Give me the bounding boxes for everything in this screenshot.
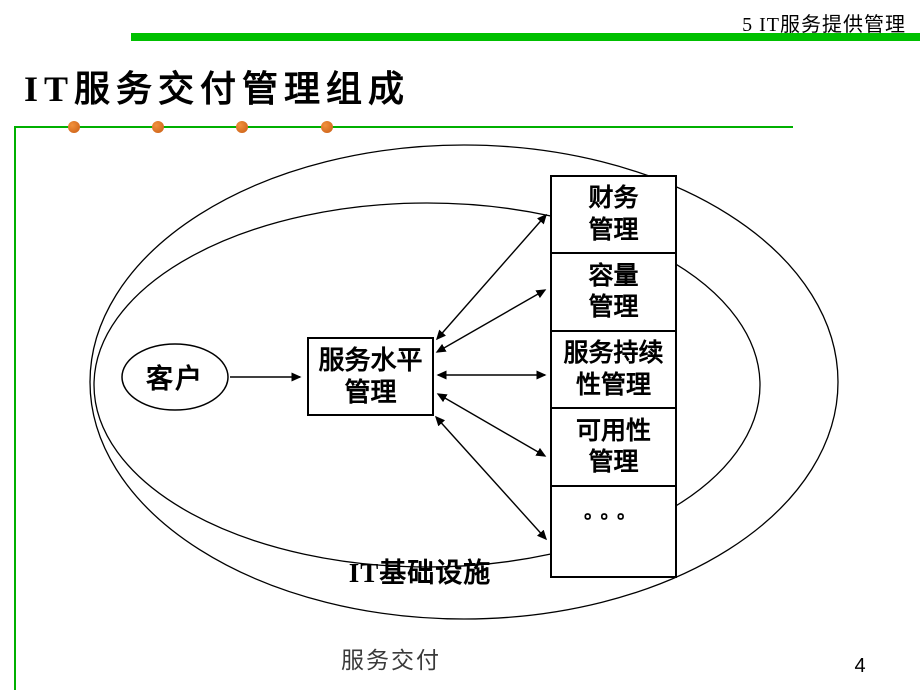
capacity-management-label: 容量 管理	[588, 262, 639, 322]
inner-infrastructure-ellipse	[93, 202, 761, 568]
arrow-slm-others	[434, 415, 548, 541]
financial-management-box: 财务 管理	[552, 177, 675, 255]
bullet-dot-2	[152, 121, 164, 133]
continuity-management-box: 服务持续 性管理	[552, 332, 675, 410]
header-accent-bar	[131, 33, 920, 41]
service-level-management-label: 服务水平 管理	[318, 346, 423, 407]
bullet-dot-4	[321, 121, 333, 133]
continuity-management-label: 服务持续 性管理	[563, 340, 664, 399]
customer-ellipse	[121, 343, 229, 411]
page-title: IT服务交付管理组成	[24, 69, 411, 109]
arrow-slm-capacity	[435, 289, 547, 353]
availability-management-box: 可用性 管理	[552, 409, 675, 487]
divider-line-vertical	[14, 126, 16, 690]
divider-line-horizontal	[14, 126, 793, 128]
customer-label: 客户	[146, 363, 204, 394]
capacity-management-box: 容量 管理	[552, 254, 675, 332]
other-processes-label: 。。。	[583, 501, 643, 523]
footer-section-label: 服务交付	[341, 647, 441, 673]
page-number: 4	[854, 655, 866, 677]
arrow-slm-availability	[436, 393, 547, 457]
other-processes-box: 。。。	[552, 487, 675, 576]
process-box-column: 财务 管理 容量 管理 服务持续 性管理 可用性 管理 。。。	[550, 175, 677, 578]
bullet-dot-3	[236, 121, 248, 133]
bullet-dot-1	[68, 121, 80, 133]
availability-management-label: 可用性 管理	[575, 417, 651, 476]
header-section-label: 5 IT服务提供管理	[742, 14, 906, 36]
financial-management-label: 财务 管理	[588, 185, 639, 244]
service-level-management-box: 服务水平 管理	[307, 337, 434, 416]
outer-infrastructure-ellipse	[89, 144, 839, 620]
it-infrastructure-label: IT基础设施	[348, 558, 492, 588]
